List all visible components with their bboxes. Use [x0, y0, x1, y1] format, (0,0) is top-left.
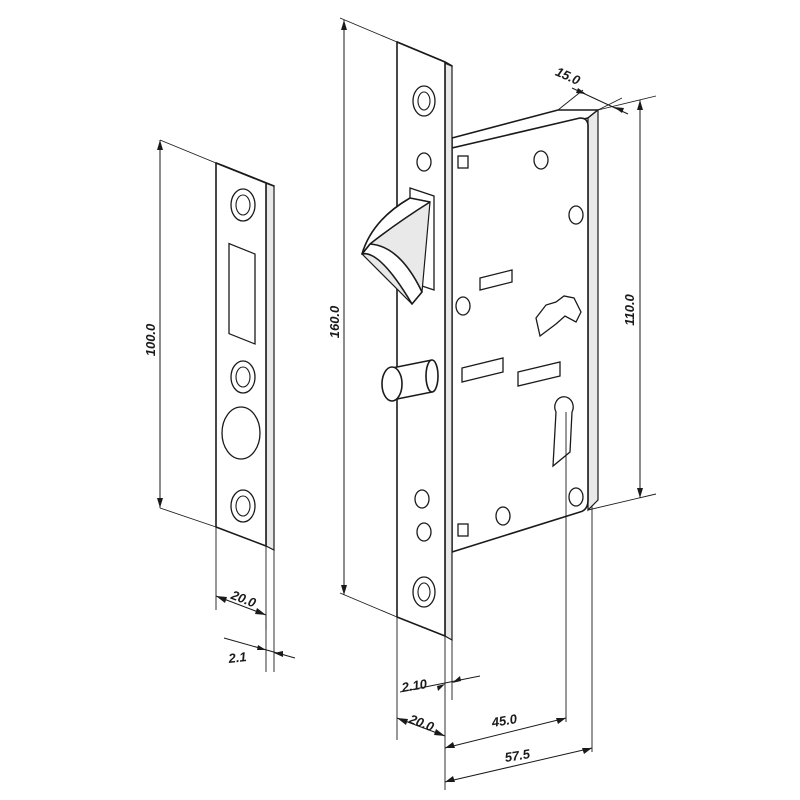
- case-depth-label: 57.5: [504, 746, 532, 765]
- deadbolt-pin: [381, 359, 439, 402]
- backset-label: 45.0: [490, 711, 519, 730]
- faceplate-thickness-dimension: 2.10: [400, 640, 481, 700]
- faceplate-length-label: 160.0: [327, 305, 342, 338]
- faceplate-thickness-label: 2.10: [400, 676, 429, 695]
- strike-plate: [215, 162, 275, 551]
- strike-plate-thickness-label: 2.1: [227, 649, 248, 666]
- latch-bolt: [361, 197, 431, 305]
- strike-plate-thickness-dimension: 2.1: [223, 550, 296, 672]
- lock-faceplate: [396, 41, 453, 642]
- strike-plate-length-dimension: 100.0: [143, 139, 217, 528]
- case-height-label: 110.0: [622, 293, 637, 325]
- case-depth-dimension: 57.5: [444, 506, 593, 783]
- backset-dimension: 45.0: [444, 412, 567, 749]
- faceplate-length-dimension: 160.0: [327, 17, 398, 618]
- strike-plate-length-label: 100.0: [143, 323, 158, 356]
- case-height-dimension: 110.0: [587, 95, 657, 511]
- lock-case: [451, 108, 599, 553]
- strike-plate-width-label: 20.0: [228, 587, 259, 611]
- case-depth-top-label: 15.0: [553, 64, 583, 88]
- case-depth-top-dimension: 15.0: [553, 64, 629, 115]
- faceplate-width-dimension: 20.0: [396, 617, 446, 790]
